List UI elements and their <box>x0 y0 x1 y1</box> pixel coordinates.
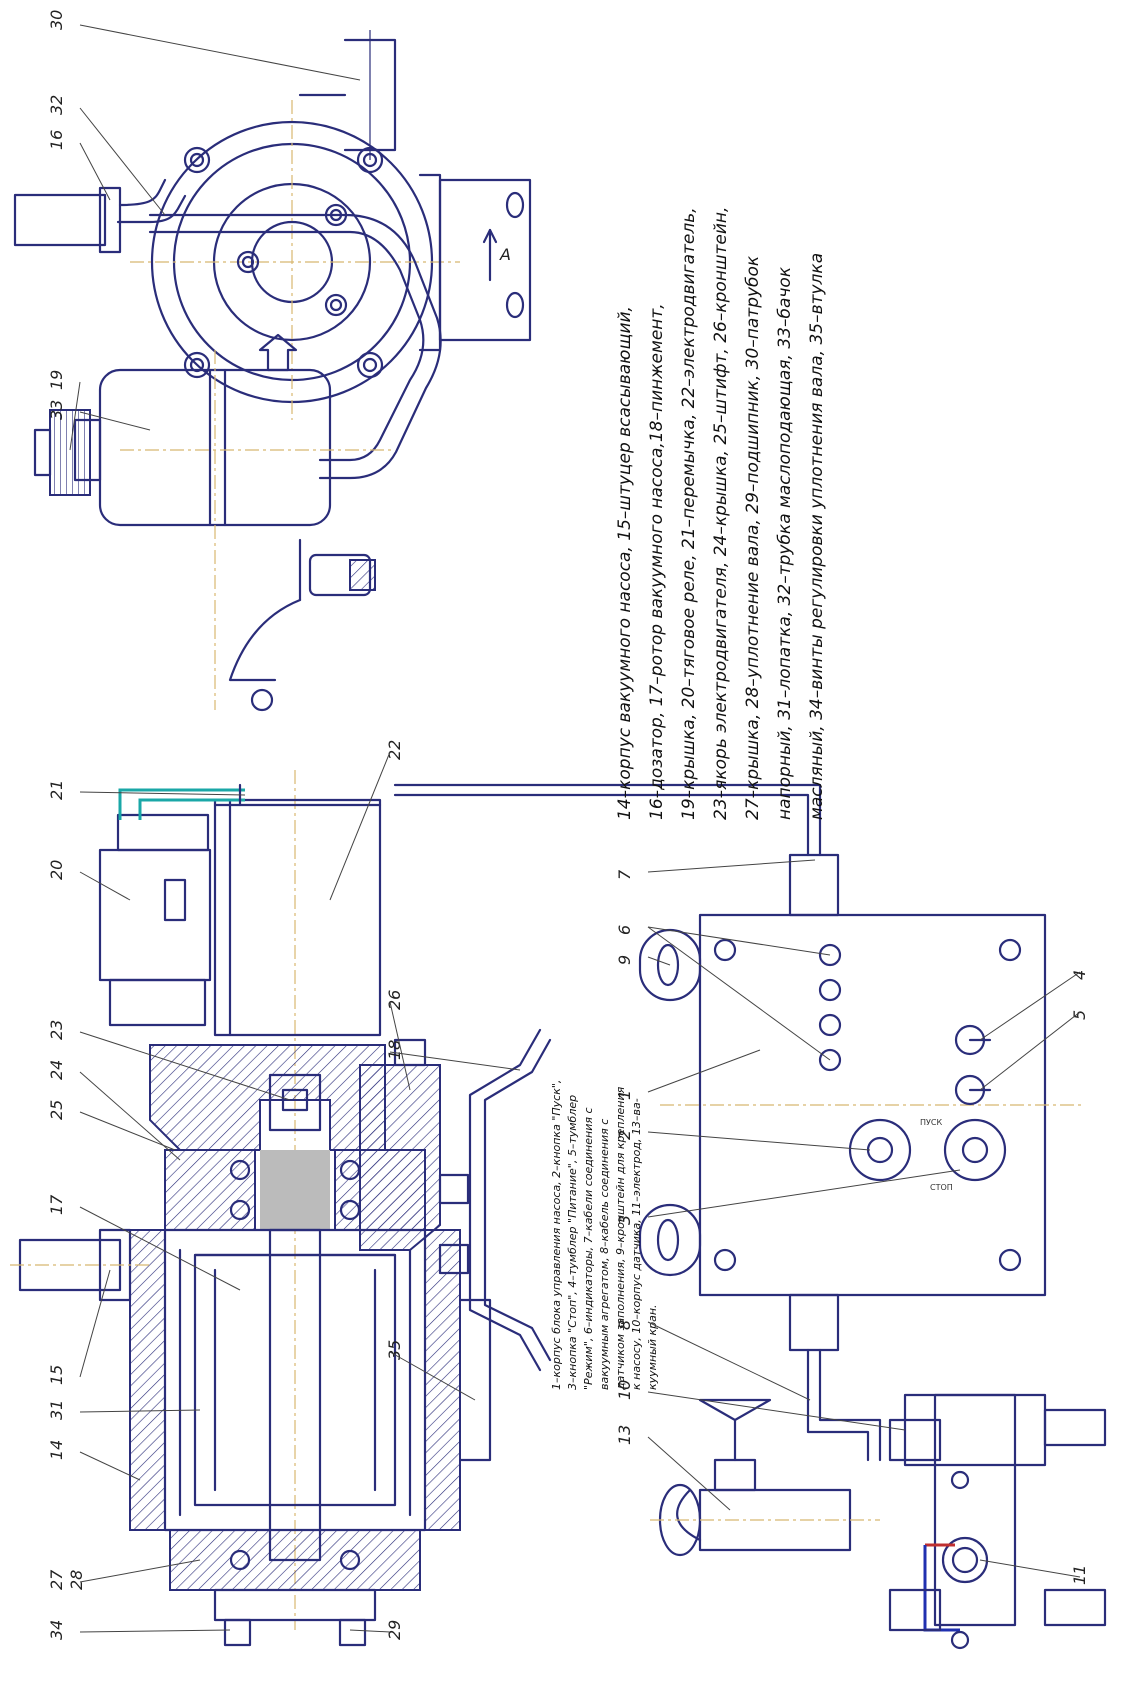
legend-control-line-4: вакуумным агрегатом, 8–кабель соединения… <box>598 1119 611 1390</box>
callout-33: 33 <box>47 400 66 420</box>
callout-16: 16 <box>47 130 66 150</box>
stop-button-label: СТОП <box>930 1183 953 1192</box>
callout-20: 20 <box>47 860 66 880</box>
callout-26: 26 <box>385 990 404 1010</box>
legend-main-line-6: напорный, 31–лопатка, 32–трубка маслопод… <box>775 266 795 820</box>
callout-6: 6 <box>615 925 634 935</box>
view-label: A <box>499 245 511 264</box>
legend-main-line-4: 23–якорь электродвигателя, 24–крышка, 25… <box>711 207 731 820</box>
callout-19: 19 <box>47 370 66 390</box>
legend-main-line-3: 19–крышка, 20–тяговое реле, 21–перемычка… <box>679 207 699 820</box>
legend-main-line-2: 16–дозатор, 17–ротор вакуумного насоса,1… <box>647 303 667 820</box>
indicator-lamps <box>818 943 842 1072</box>
callout-30: 30 <box>47 10 66 30</box>
callout-21: 21 <box>47 780 66 800</box>
callout-27: 27 <box>47 1569 66 1590</box>
callout-11: 11 <box>1070 1565 1089 1585</box>
fill-sensor <box>888 1393 1107 1650</box>
callout-34: 34 <box>47 1620 66 1640</box>
pump-section-view <box>10 770 552 1647</box>
callout-25: 25 <box>47 1100 66 1120</box>
callout-17: 17 <box>47 1194 66 1215</box>
stop-button-symbol <box>943 1118 1007 1182</box>
callout-23: 23 <box>47 1020 66 1040</box>
callout-15: 15 <box>47 1365 66 1385</box>
callout-3: 3 <box>615 1215 634 1225</box>
callout-5: 5 <box>1070 1010 1089 1020</box>
callout-29: 29 <box>385 1620 404 1640</box>
callout-24: 24 <box>47 1060 66 1080</box>
control-unit: ПУСК СТОП <box>393 783 1085 1462</box>
callout-28: 28 <box>67 1570 86 1590</box>
legend-control-line-1: 1–корпус блока управления насоса, 2–кноп… <box>550 1080 563 1390</box>
callout-2: 2 <box>615 1130 634 1140</box>
legend-main: 14–корпус вакуумного насоса, 15–штуцер в… <box>615 207 827 820</box>
legend-control-line-3: "Режим", 6–индикаторы, 7–кабели соединен… <box>582 1107 595 1390</box>
callout-10: 10 <box>615 1380 634 1400</box>
start-button-symbol <box>848 1118 912 1182</box>
callout-13: 13 <box>615 1425 634 1445</box>
callout-4: 4 <box>1070 970 1089 980</box>
callout-14: 14 <box>47 1440 66 1460</box>
callout-31: 31 <box>47 1400 66 1420</box>
legend-control-line-5: датчиком заполнения, 9–кронштейн для кре… <box>614 1086 627 1391</box>
callout-7: 7 <box>615 869 634 880</box>
callout-labels: 30 32 16 19 33 21 22 20 23 24 25 26 18 1… <box>47 10 1089 1640</box>
callout-8: 8 <box>615 1320 634 1330</box>
legend-control-line-7: куумный кран. <box>646 1304 659 1390</box>
callout-32: 32 <box>47 95 66 115</box>
start-button-label: ПУСК <box>920 1118 942 1127</box>
pump-end-view: A <box>13 30 532 712</box>
callout-35: 35 <box>385 1340 404 1360</box>
callout-9: 9 <box>615 955 634 965</box>
legend-main-line-1: 14–корпус вакуумного насоса, 15–штуцер в… <box>615 306 635 820</box>
legend-control: 1–корпус блока управления насоса, 2–кноп… <box>550 1080 659 1391</box>
leader-lines <box>69 24 1081 1633</box>
legend-control-line-6: к насосу, 10–корпус датчика, 11–электрод… <box>630 1098 643 1390</box>
vacuum-valve <box>650 1398 880 1557</box>
legend-main-line-7: масляный, 34–винты регулировки уплотнени… <box>807 253 827 820</box>
callout-22: 22 <box>385 740 404 760</box>
legend-main-line-5: 27–крышка, 28–уплотнение вала, 29–подшип… <box>743 255 763 820</box>
legend-control-line-2: 3–кнопка "Стоп", 4–тумблер "Питание", 5–… <box>566 1095 579 1390</box>
callout-1: 1 <box>615 1090 634 1100</box>
